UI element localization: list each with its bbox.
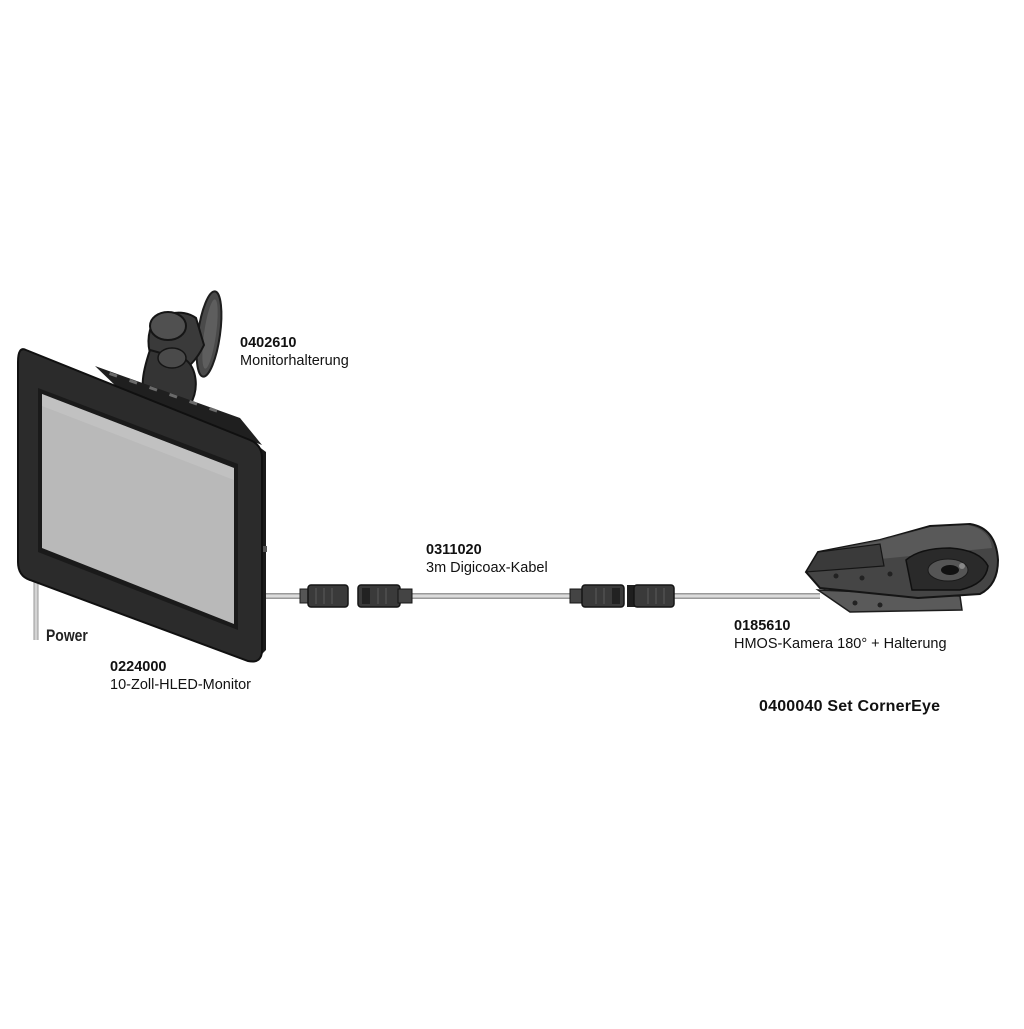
camera-graphic bbox=[804, 522, 1000, 613]
connector-cable-right bbox=[569, 584, 625, 608]
monitor-label: 0224000 10-Zoll-HLED-Monitor bbox=[110, 658, 251, 694]
mount-label: 0402610 Monitorhalterung bbox=[240, 334, 349, 370]
power-label: Power bbox=[46, 626, 88, 645]
mount-code: 0402610 bbox=[240, 335, 297, 351]
connector-camera-side bbox=[627, 584, 675, 608]
cable-code: 0311020 bbox=[426, 542, 482, 558]
connector-monitor-side bbox=[299, 584, 349, 608]
cable-description: 3m Digicoax-Kabel bbox=[426, 560, 548, 576]
monitor-description: 10-Zoll-HLED-Monitor bbox=[110, 677, 252, 693]
monitor-code: 0224000 bbox=[110, 659, 167, 675]
camera-label: 0185610 HMOS-Kamera 180° + Halterung bbox=[734, 617, 947, 653]
connector-cable-left bbox=[357, 584, 413, 608]
set-title: 0400040 Set CornerEye bbox=[759, 698, 941, 715]
cable-label: 0311020 3m Digicoax-Kabel bbox=[426, 541, 548, 577]
monitor-graphic bbox=[17, 348, 267, 663]
camera-description: HMOS-Kamera 180° + Halterung bbox=[734, 636, 947, 652]
mount-description: Monitorhalterung bbox=[240, 353, 349, 369]
camera-code: 0185610 bbox=[734, 618, 791, 634]
